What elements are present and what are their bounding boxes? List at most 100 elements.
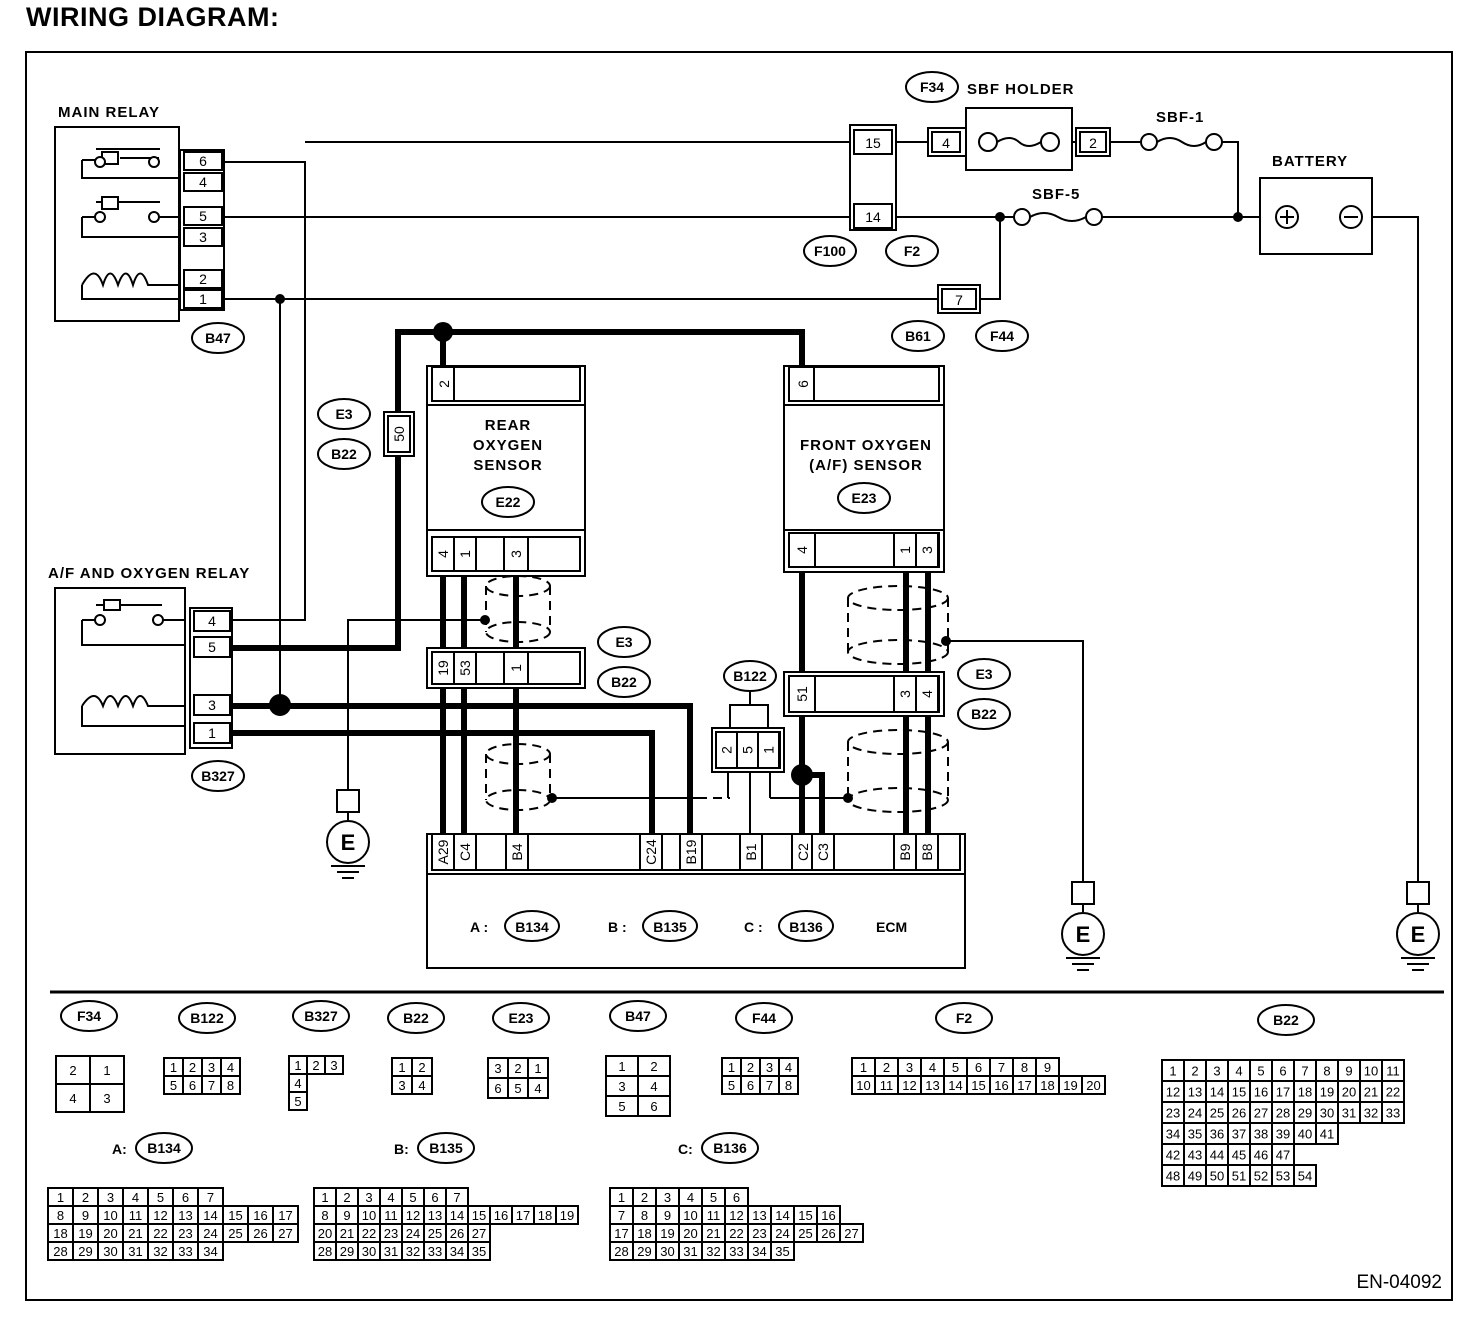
tag-b22-14: B22	[957, 698, 1011, 730]
ground-symbol-1: E	[1061, 881, 1105, 971]
ground-label-1: E	[1076, 922, 1091, 947]
legend-b22l-cell-label-31: 31	[1342, 1106, 1356, 1121]
legend-f2-cell-label-11: 11	[880, 1078, 894, 1093]
legend-b136-cell-label-27: 27	[844, 1226, 858, 1241]
ecm-pin-B1-label: B1	[743, 843, 759, 860]
ecm-pin-C24: C24	[639, 833, 663, 871]
legend-b22l-cell-label-18: 18	[1298, 1085, 1312, 1100]
legend-b327-cell-5	[288, 1091, 308, 1111]
legend-f34-cell-label-3: 3	[103, 1091, 110, 1106]
tag-f100-1: F100	[803, 235, 857, 267]
tag-b327-15: B327	[191, 760, 245, 792]
legend-b22l-cell-label-34: 34	[1166, 1127, 1180, 1142]
legend-b136-cell-label-24: 24	[775, 1226, 789, 1241]
tag-f34-label-0: F34	[920, 79, 944, 95]
tag-e3-6: E3	[317, 398, 371, 430]
legend-e23-cell-label-1: 1	[534, 1061, 541, 1076]
ecm-pin-B19: B19	[679, 833, 703, 871]
legend-b134-cell-label-28: 28	[53, 1244, 67, 1259]
legend-b22l-cell-label-27: 27	[1254, 1106, 1268, 1121]
legend-b22l-cell-label-26: 26	[1232, 1106, 1246, 1121]
tag-e3-label-10: E3	[615, 634, 632, 650]
ecm-pin-C4: C4	[453, 833, 477, 871]
legend-f2-cell-label-16: 16	[994, 1078, 1008, 1093]
legend-b134-cell-label-24: 24	[203, 1226, 217, 1241]
legend-b134-cell-label-22: 22	[153, 1226, 167, 1241]
legend-b22l-cell-label-21: 21	[1364, 1085, 1378, 1100]
legend-b22l-cell-33	[1381, 1101, 1405, 1124]
tag-e3-10: E3	[597, 626, 651, 658]
legend-b135-cell-label-5: 5	[409, 1190, 416, 1205]
legend-b134-cell-27	[272, 1223, 299, 1243]
legend-e23-title: E23	[509, 1010, 534, 1026]
legend-b134-cell-label-11: 11	[129, 1208, 143, 1223]
e3-pin50: 50	[391, 426, 407, 442]
front-o2-line2: (A/F) SENSOR	[809, 457, 923, 474]
legend-b22l-cell-label-13: 13	[1188, 1085, 1202, 1100]
legend-e23-cell-label-6: 6	[494, 1081, 501, 1096]
legend-b135-cell-label-26: 26	[450, 1226, 464, 1241]
e3-right-pin-3-label: 3	[897, 690, 913, 698]
legend-b135-cell-label-10: 10	[362, 1208, 376, 1223]
legend-b134-cell-label-7: 7	[207, 1190, 214, 1205]
b122-pin-2-label: 2	[719, 746, 735, 754]
legend-b22l-cell-label-36: 36	[1210, 1127, 1224, 1142]
legend-b22l-cell-label-50: 50	[1210, 1169, 1224, 1184]
legend-b136-cell-label-11: 11	[707, 1208, 721, 1223]
legend-b122-cell-label-7: 7	[208, 1078, 215, 1093]
ecm-pin-B1: B1	[739, 833, 763, 871]
front-bottom-pin-4-label: 4	[794, 546, 810, 554]
front-o2-line1: FRONT OXYGEN	[800, 437, 932, 454]
ecm-prefix-2: C :	[744, 919, 763, 935]
tag-b61-label-5: B61	[905, 328, 931, 344]
tag-b22-label-14: B22	[971, 706, 997, 722]
ecm-pin-B8-label: B8	[919, 843, 935, 860]
rear-bottom-pin-1: 1	[453, 536, 477, 572]
legend-b327-cell-label-3: 3	[330, 1058, 337, 1073]
legend-b22l-cell-label-37: 37	[1232, 1127, 1246, 1142]
e3-left-pin-19-label: 19	[435, 660, 451, 676]
ecm-tag-oval-2	[778, 910, 834, 942]
main-relay-pin-5-label: 5	[199, 208, 207, 224]
af-relay-pin-5: 5	[193, 636, 231, 658]
legend-b22l-cell-label-42: 42	[1166, 1148, 1180, 1163]
ecm-pin-C3-label: C3	[815, 843, 831, 861]
legend-b135-cell-label-14: 14	[450, 1208, 464, 1223]
legend-b122-cell-label-2: 2	[189, 1060, 196, 1075]
legend-b135-cell-label-11: 11	[384, 1208, 398, 1223]
legend-b134-cell-label-16: 16	[253, 1208, 267, 1223]
legend-b134-cell-label-34: 34	[203, 1244, 217, 1259]
tag-b122-12: B122	[723, 660, 777, 692]
tag-b22-label-7: B22	[331, 446, 357, 462]
tag-b327-label-15: B327	[201, 768, 235, 784]
legend-b134-cell-label-18: 18	[53, 1226, 67, 1241]
legend-b22l-cell-label-1: 1	[1169, 1064, 1176, 1079]
legend-b122-cell-label-4: 4	[227, 1060, 234, 1075]
legend-b134-cell-label-9: 9	[82, 1208, 89, 1223]
tag-f34-0: F34	[905, 71, 959, 103]
legend-b136-cell-label-29: 29	[637, 1244, 651, 1259]
legend-b135-cell-label-21: 21	[340, 1226, 354, 1241]
legend-f2-cell-20	[1081, 1075, 1106, 1095]
legend-b135-cell-label-28: 28	[318, 1244, 332, 1259]
legend-b136-cell-label-35: 35	[775, 1244, 789, 1259]
legend-b22l-cell-label-46: 46	[1254, 1148, 1268, 1163]
legend-b136-cell-35	[770, 1241, 795, 1261]
rear-bottom-pin-3-label: 3	[508, 550, 524, 558]
legend-b22l-cell-label-38: 38	[1254, 1127, 1268, 1142]
e3-right-pin-51-label: 51	[794, 686, 810, 702]
legend-e23-cell-label-5: 5	[514, 1081, 521, 1096]
legend-e23-cell-label-4: 4	[534, 1081, 541, 1096]
legend-f44-cell-label-1: 1	[728, 1060, 735, 1075]
front-bottom-pin-1-label: 1	[897, 546, 913, 554]
legend-b135-title: B135	[429, 1140, 463, 1156]
legend-b135-cell-label-31: 31	[384, 1244, 398, 1259]
e3-right-pin-4: 4	[915, 675, 939, 713]
legend-b135-cell-label-3: 3	[365, 1190, 372, 1205]
legend-b135-cell-label-1: 1	[321, 1190, 328, 1205]
ecm-tag-oval-0	[504, 910, 560, 942]
e3-pin50-connector: 50	[383, 411, 415, 457]
